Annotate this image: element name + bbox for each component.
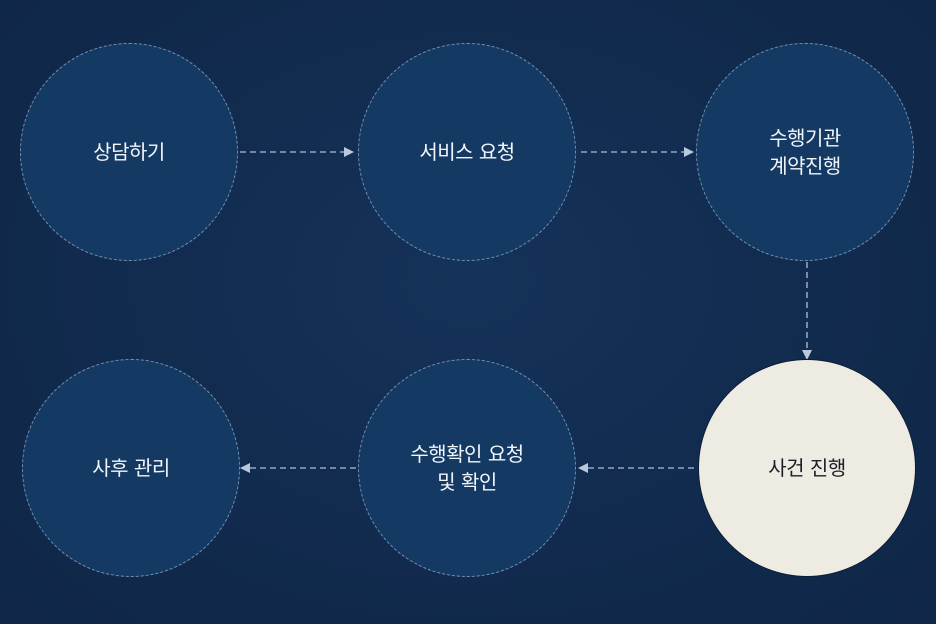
- step-label: 사건 진행: [768, 456, 846, 480]
- step-label: 사후 관리: [92, 456, 170, 480]
- step-label: 상담하기: [93, 140, 165, 164]
- step-label: 수행기관 계약진행: [769, 126, 841, 178]
- step-service-request: 서비스 요청: [358, 43, 576, 261]
- step-label: 수행확인 요청 및 확인: [410, 442, 524, 494]
- step-completion-confirmation: 수행확인 요청 및 확인: [358, 359, 576, 577]
- step-consultation: 상담하기: [20, 43, 238, 261]
- step-case-progress-active: 사건 진행: [698, 359, 916, 577]
- step-aftercare: 사후 관리: [22, 359, 240, 577]
- step-contract: 수행기관 계약진행: [696, 43, 914, 261]
- step-label: 서비스 요청: [419, 140, 515, 164]
